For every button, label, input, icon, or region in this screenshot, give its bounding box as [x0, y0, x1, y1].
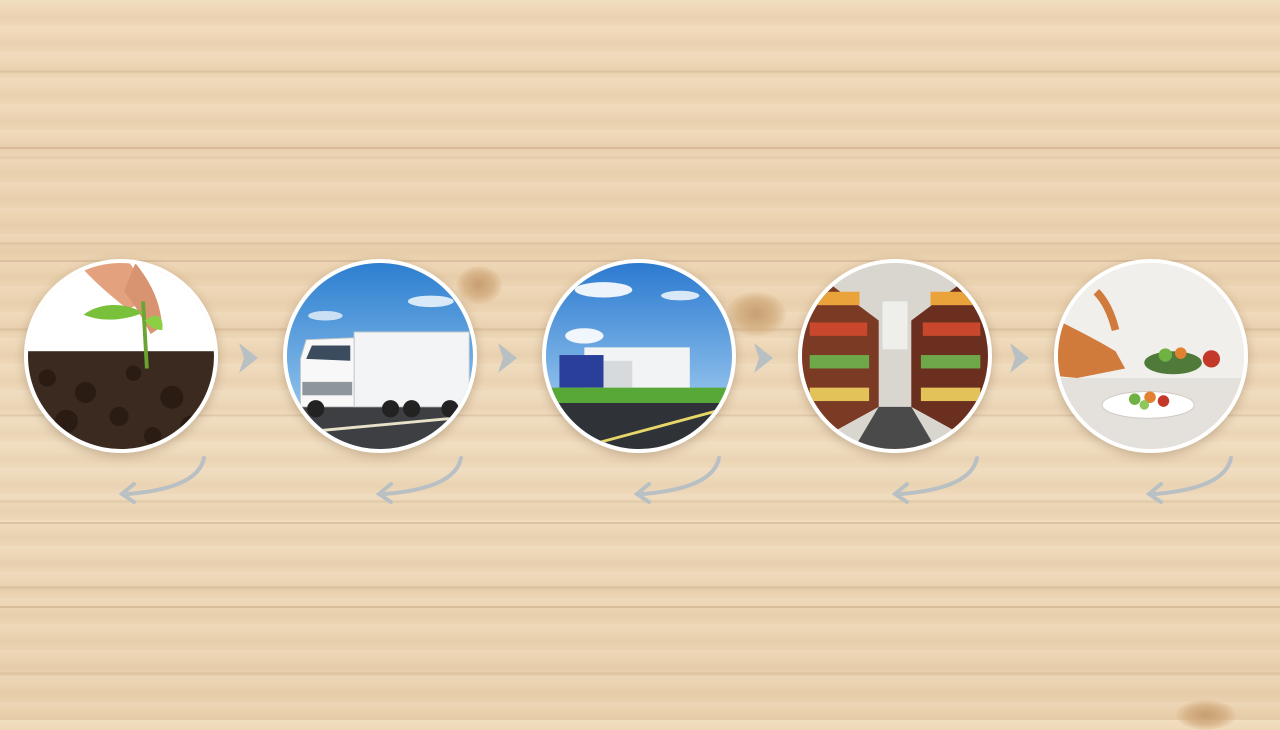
stage-retail: [798, 259, 992, 453]
stage-seedling: [24, 259, 218, 453]
chevron-right-icon: [239, 343, 258, 373]
curved-return-arrow-icon: [375, 456, 463, 504]
supermarket-aisle-icon: [802, 263, 988, 449]
wood-grain-line: [0, 606, 1280, 608]
curved-return-arrow-icon: [118, 456, 206, 504]
wood-knot: [726, 292, 786, 336]
wood-grain-line: [0, 147, 1280, 149]
curved-return-arrow-icon: [633, 456, 721, 504]
chevron-right-icon: [498, 343, 517, 373]
distribution-warehouse-icon: [546, 263, 732, 449]
wood-knot: [1176, 700, 1236, 730]
stage-distribution: [542, 259, 736, 453]
curved-return-arrow-icon: [891, 456, 979, 504]
wood-grain-line: [0, 522, 1280, 524]
chevron-right-icon: [754, 343, 773, 373]
wood-knot: [456, 266, 502, 304]
curved-return-arrow-icon: [1145, 456, 1233, 504]
delivery-truck-icon: [287, 263, 473, 449]
stage-transport: [283, 259, 477, 453]
chevron-right-icon: [1010, 343, 1029, 373]
served-meal-icon: [1058, 263, 1244, 449]
seedling-planting-icon: [28, 263, 214, 449]
stage-consumer: [1054, 259, 1248, 453]
